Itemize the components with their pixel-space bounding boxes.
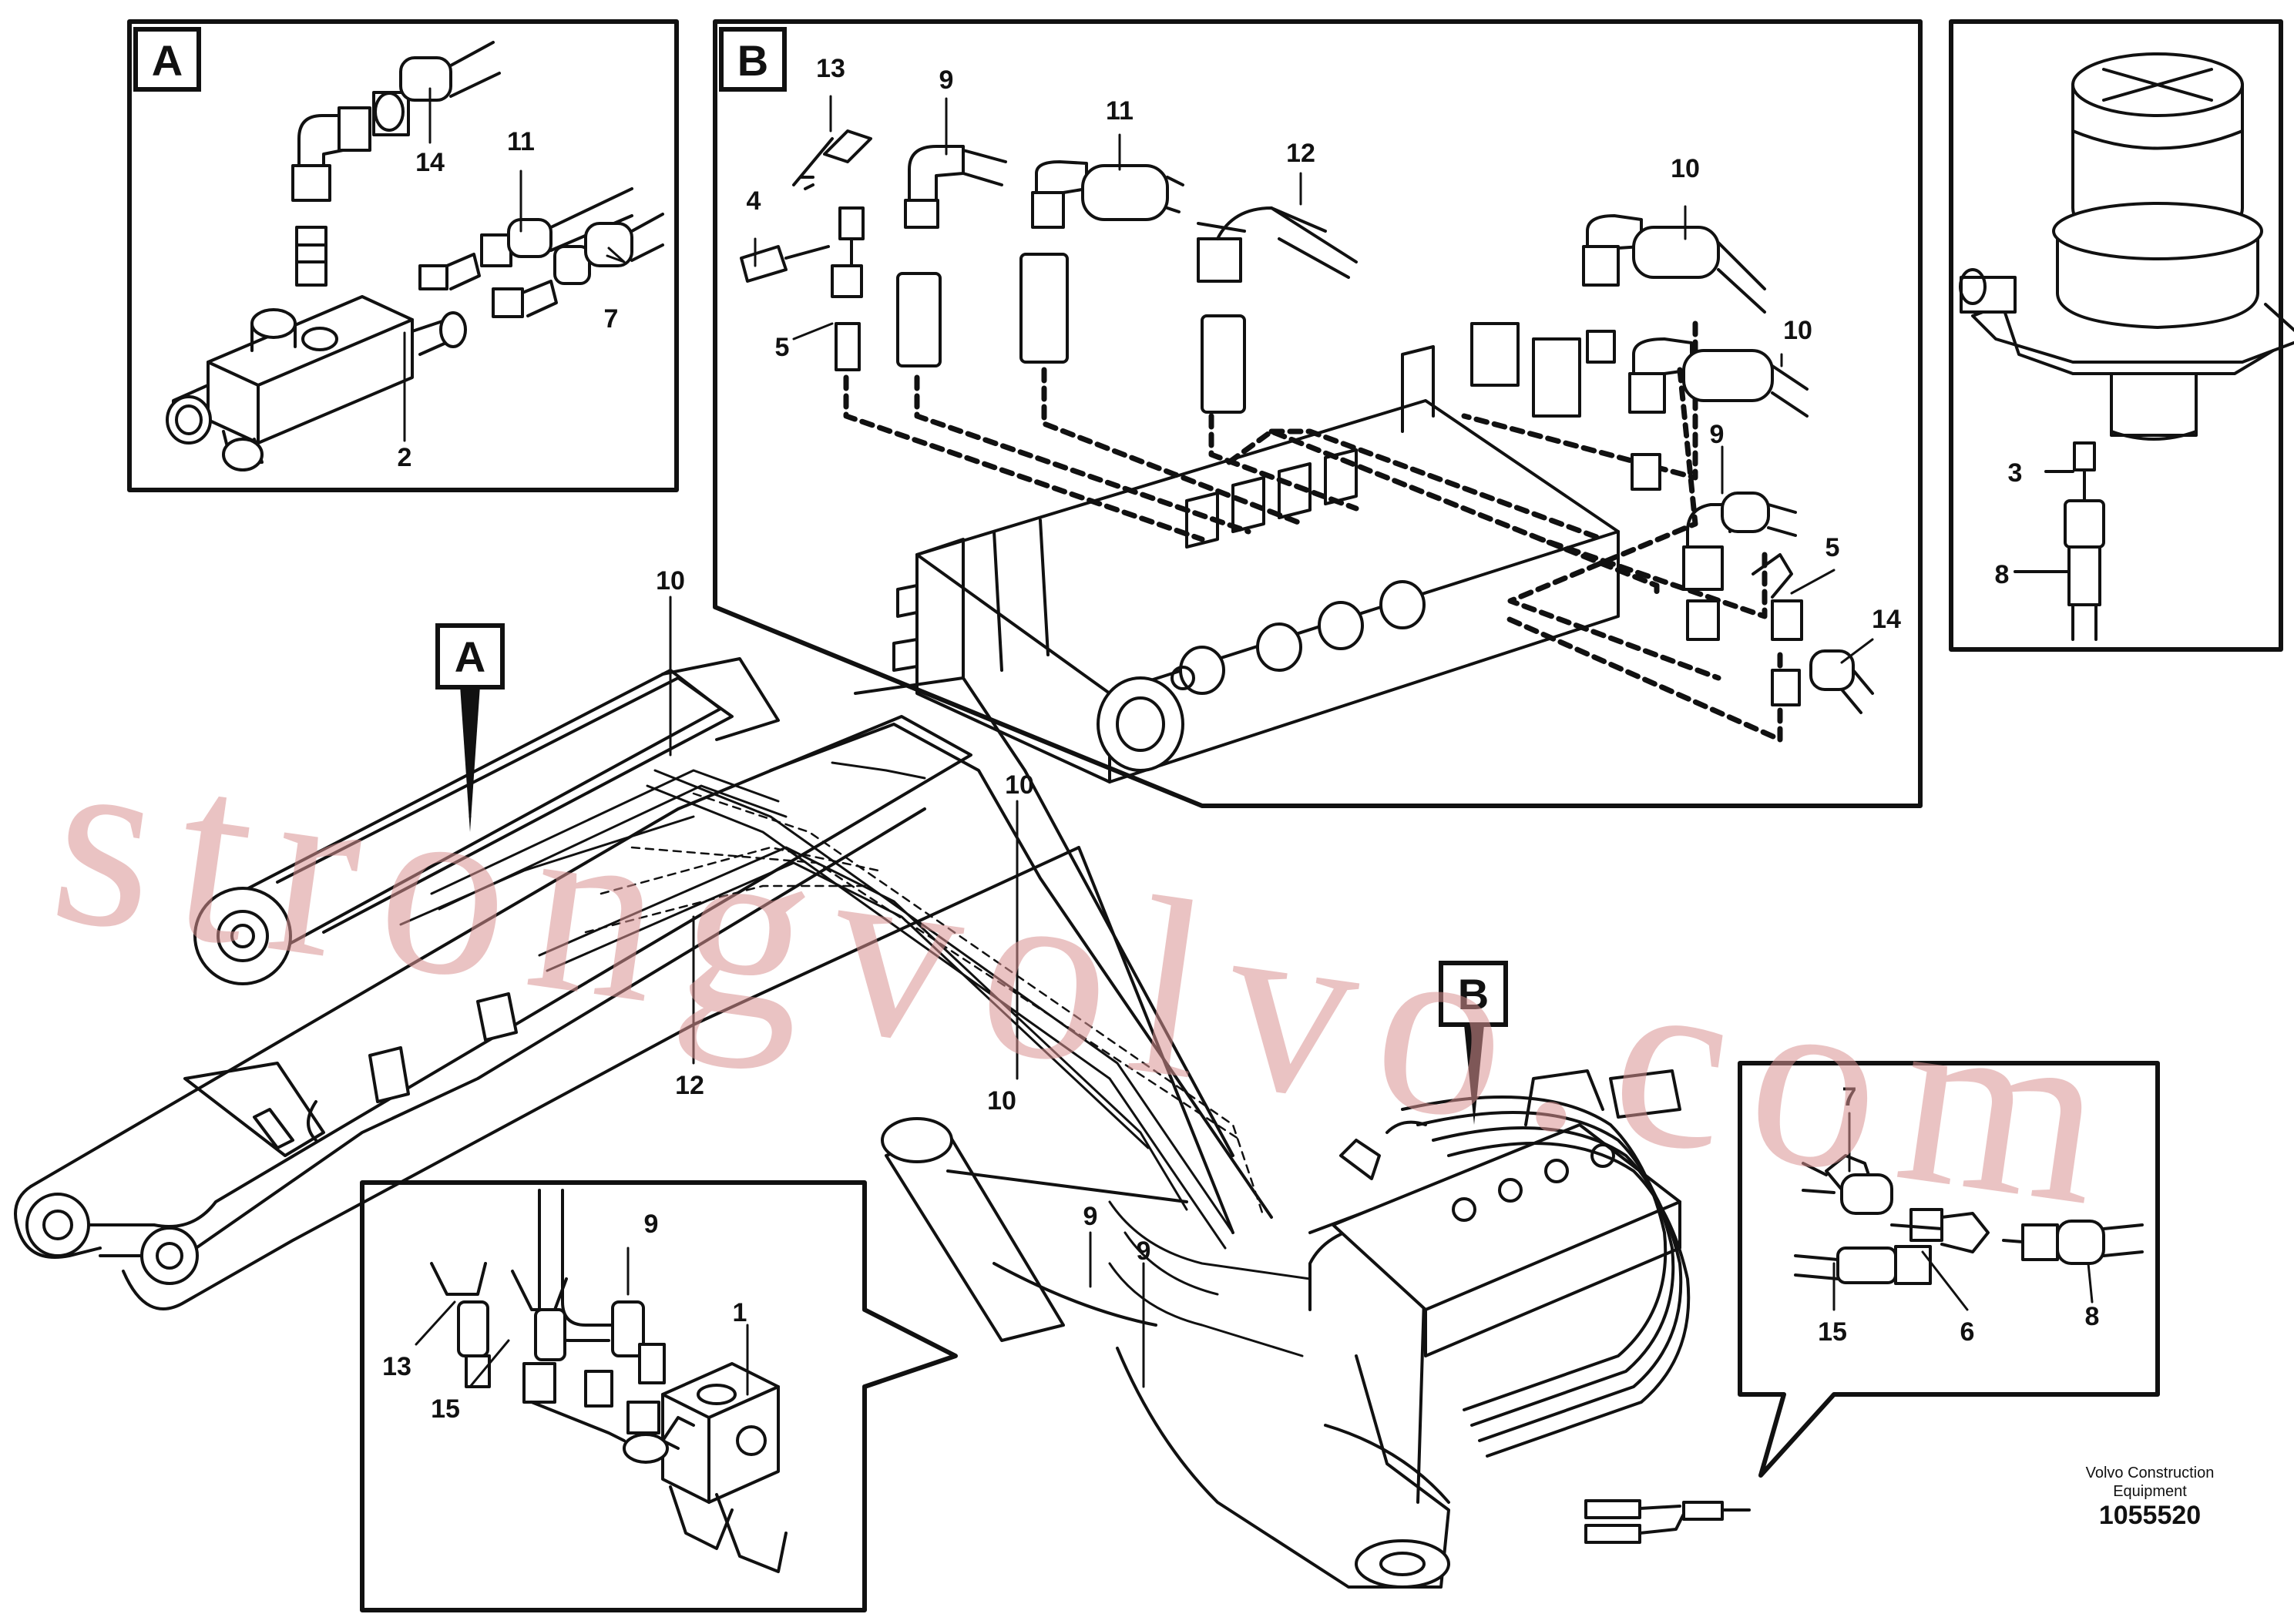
watermark-text: strongvolvo.com <box>39 693 2144 1262</box>
callout-9-boom-left: 9 <box>1083 1202 1098 1231</box>
callout-2-a: 2 <box>398 443 412 472</box>
callout-7-lower-right: 7 <box>1842 1082 1857 1112</box>
document-number: 1055520 <box>2098 1501 2202 1530</box>
callout-14-b: 14 <box>1872 605 1901 634</box>
detail-frame-lower-right <box>1738 1061 2160 1478</box>
main-valve-bank <box>1332 1069 1691 1458</box>
callout-9-boom-right: 9 <box>1137 1236 1151 1266</box>
callout-7-a: 7 <box>604 304 619 334</box>
callout-6-lower-right: 6 <box>1960 1317 1975 1347</box>
callout-5-b-right: 5 <box>1825 533 1840 562</box>
callout-10-b-upper: 10 <box>1671 154 1700 183</box>
svg-text:A: A <box>152 36 183 85</box>
publisher-line-2: Equipment <box>2113 1483 2187 1500</box>
svg-text:B: B <box>1458 970 1489 1018</box>
callout-11-a: 11 <box>507 127 535 156</box>
callout-9-b-right: 9 <box>1710 420 1725 449</box>
callout-13-lower-left: 13 <box>382 1352 411 1381</box>
callout-8-lower-right: 8 <box>2085 1302 2100 1331</box>
callout-3-reservoir: 3 <box>2008 458 2023 488</box>
detail-frame-b <box>713 19 1923 808</box>
callout-9-b: 9 <box>939 65 954 95</box>
elbow-fitting-a <box>291 41 501 287</box>
tee-fitting-6 <box>1794 1154 2144 1285</box>
callout-1-lower-left: 1 <box>733 1298 747 1327</box>
callout-10-b-lower: 10 <box>1783 316 1812 345</box>
callout-4-b: 4 <box>747 186 761 216</box>
callout-11-b: 11 <box>1106 96 1134 126</box>
callout-labels: 14 11 7 2 13 9 11 12 4 5 10 10 9 5 14 3 … <box>382 54 2099 1424</box>
detail-frame-reservoir <box>1949 19 2294 652</box>
callout-12-b: 12 <box>1286 139 1315 168</box>
view-letter-a-boom: A <box>435 623 505 690</box>
callout-10-boom-lower: 10 <box>987 1086 1016 1116</box>
publisher-label: Volvo Construction Equipment <box>2023 1464 2277 1501</box>
callout-15-lower-right: 15 <box>1818 1317 1847 1347</box>
leader-lines <box>403 87 2094 1396</box>
callout-10-boom-left: 10 <box>656 566 685 596</box>
hose-fittings-b <box>740 129 1874 714</box>
callout-14-a: 14 <box>415 148 445 177</box>
callout-10-boom-upper: 10 <box>1005 770 1034 800</box>
view-pointer-heads <box>460 686 1484 1125</box>
svg-text:B: B <box>737 36 768 85</box>
svg-text:A: A <box>455 632 485 681</box>
small-fittings-group <box>1584 1499 1751 1544</box>
callout-15-lower-left: 15 <box>431 1394 460 1424</box>
boom-hoses <box>399 761 1312 1357</box>
callout-9-lower-left: 9 <box>644 1210 659 1239</box>
view-letter-b-valve: B <box>1439 961 1508 1027</box>
boom-dashed-hoses <box>584 792 1265 1219</box>
callout-13-b: 13 <box>816 54 845 83</box>
callout-5-b-left: 5 <box>775 333 790 362</box>
callout-12-boom: 12 <box>675 1071 704 1100</box>
hose-fittings-a <box>418 187 664 318</box>
reservoir-unit <box>1959 52 2294 441</box>
publisher-line-1: Volvo Construction <box>2085 1465 2215 1481</box>
control-block-2 <box>166 295 467 471</box>
hose-3-8 <box>2014 441 2105 641</box>
callout-8-reservoir: 8 <box>1995 560 2010 589</box>
control-valve-bank <box>892 322 1620 783</box>
view-letter-b-top: B <box>719 27 787 92</box>
hose-fittings-lower-left <box>430 1189 669 1464</box>
detail-frame-a <box>127 19 679 492</box>
detail-frame-lower-left <box>360 1180 958 1612</box>
valve-block-1 <box>661 1362 788 1573</box>
view-letter-a-top: A <box>133 27 201 92</box>
